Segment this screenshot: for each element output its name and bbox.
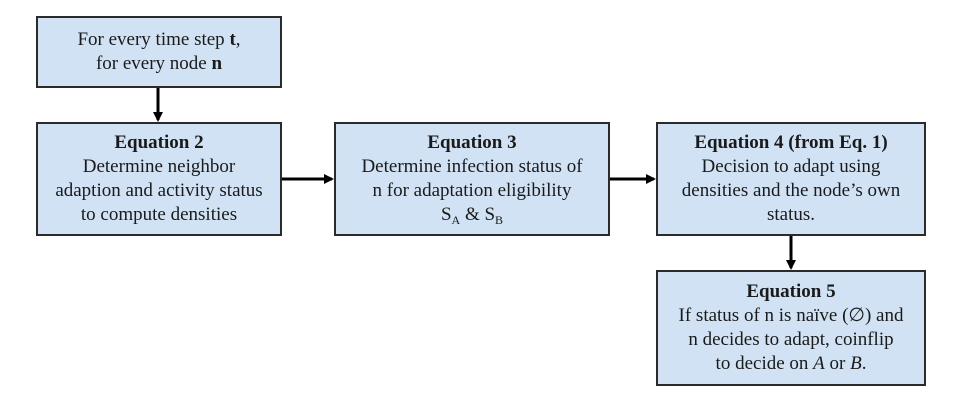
equation-2-line: adaption and activity status [55, 180, 263, 201]
equation-5-box: Equation 5 If status of n is naïve (∅) a… [656, 270, 926, 386]
equation-4-line: densities and the node’s own [681, 180, 901, 201]
start-line-2: for every node n [95, 53, 223, 74]
equation-2-title: Equation 2 [114, 132, 204, 153]
equation-3-formula: SA & SB [440, 204, 504, 227]
equation-3-box: Equation 3 Determine infection status of… [334, 122, 610, 236]
equation-4-line: status. [766, 204, 816, 225]
start-line-1: For every time step t, [77, 29, 241, 50]
equation-2-line: to compute densities [80, 204, 238, 225]
equation-4-line: Decision to adapt using [701, 156, 881, 177]
option-b: B [850, 353, 862, 374]
option-a: A [813, 353, 825, 374]
equation-2-line: Determine neighbor [82, 156, 236, 177]
equation-5-line: If status of n is naïve (∅) and [678, 305, 904, 326]
equation-5-title: Equation 5 [746, 281, 836, 302]
equation-3-line: n for adaptation eligibility [372, 180, 572, 201]
equation-4-title: Equation 4 (from Eq. 1) [694, 132, 888, 153]
equation-5-line: n decides to adapt, coinflip [688, 329, 894, 350]
equation-3-line: Determine infection status of [361, 156, 583, 177]
equation-4-box: Equation 4 (from Eq. 1) Decision to adap… [656, 122, 926, 236]
equation-3-title: Equation 3 [427, 132, 517, 153]
equation-5-line: to decide on A or B. [715, 353, 867, 374]
start-box: For every time step t, for every node n [36, 16, 282, 88]
equation-2-box: Equation 2 Determine neighbor adaption a… [36, 122, 282, 236]
time-step-variable: t [229, 29, 236, 50]
node-variable: n [211, 53, 223, 74]
